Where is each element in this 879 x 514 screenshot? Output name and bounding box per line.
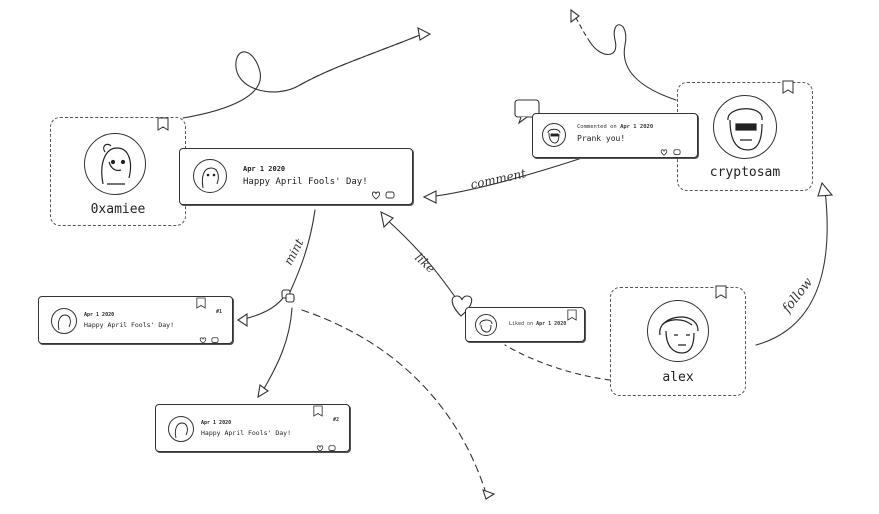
arrow-head-icon (817, 181, 834, 197)
edition-number: #1 (216, 309, 223, 315)
comment-text: Prank you! (577, 134, 626, 143)
comment-card[interactable]: Commented on Apr 1 2020 Prank you! (532, 113, 698, 158)
arrow-head-icon (380, 211, 394, 229)
loop-line-top (182, 34, 421, 119)
avatar (193, 159, 227, 193)
like-meta: Liked on Apr 1 2020 (509, 321, 566, 327)
avatar (713, 95, 777, 159)
mint-card-1[interactable]: Apr 1 2020 Happy April Fools' Day! #1 (38, 296, 233, 344)
post-text: Happy April Fools' Day! (84, 321, 175, 329)
nft-tag-icon (715, 284, 727, 303)
arrow-head-icon (237, 312, 248, 328)
post-text: Happy April Fools' Day! (201, 429, 292, 437)
post-text: Happy April Fools' Day! (243, 177, 368, 187)
nft-tag-icon (567, 306, 577, 325)
post-date: Apr 1 2020 (84, 312, 115, 318)
comment-prefix: Commented on (577, 124, 617, 130)
like-date: Apr 1 2020 (536, 321, 567, 327)
heart-icon[interactable] (316, 437, 324, 456)
nft-tag-icon (157, 116, 169, 135)
profile-name: cryptosam (709, 165, 781, 180)
main-post-card[interactable]: Apr 1 2020 Happy April Fools' Day! (179, 148, 413, 205)
comment-line (427, 157, 583, 198)
arrow-head-icon (570, 8, 580, 24)
avatar (84, 133, 146, 195)
avatar (542, 123, 566, 147)
profile-card-alex[interactable]: alex (610, 284, 746, 396)
like-card[interactable]: Liked on Apr 1 2020 (465, 307, 585, 342)
comment-icon (514, 99, 540, 125)
comment-icon[interactable] (385, 185, 395, 204)
comment-meta: Commented on Apr 1 2020 (577, 124, 653, 130)
heart-icon[interactable] (199, 329, 207, 348)
nft-tag-icon (782, 79, 794, 98)
comment-date: Apr 1 2020 (620, 124, 654, 130)
dashed-line-alex (504, 344, 611, 381)
comment-icon[interactable] (328, 437, 336, 456)
mint-node-icon (281, 289, 295, 303)
avatar (475, 314, 497, 336)
mint-card-2[interactable]: Apr 1 2020 Happy April Fools' Day! #2 (155, 404, 350, 452)
dashed-line-bottom (301, 309, 486, 491)
dashed-line-cryptosam (574, 15, 591, 43)
mint-line-2 (261, 307, 293, 393)
avatar (168, 416, 194, 442)
comment-icon[interactable] (211, 329, 219, 348)
profile-card-cryptosam[interactable]: cryptosam (677, 79, 813, 191)
profile-card-0xamiee[interactable]: 0xamiee (50, 117, 186, 226)
comment-icon[interactable] (673, 141, 681, 160)
like-prefix: Liked on (509, 321, 534, 327)
arrow-head-icon (422, 190, 437, 204)
arrow-head-icon (482, 489, 496, 500)
dashdot-line-top (299, 34, 421, 86)
loop-line-cryptosam (589, 24, 677, 101)
arrow-head-icon (257, 384, 269, 399)
heart-icon (451, 295, 473, 317)
profile-name: 0xamiee (90, 202, 146, 217)
profile-name: alex (662, 370, 694, 385)
mint-line (289, 209, 316, 293)
avatar (51, 308, 77, 334)
heart-icon[interactable] (660, 141, 668, 160)
nft-tag-icon (313, 402, 323, 421)
follow-line (755, 189, 828, 346)
post-date: Apr 1 2020 (201, 420, 232, 426)
nft-tag-icon (196, 294, 206, 313)
heart-icon[interactable] (371, 185, 381, 204)
arrow-head-icon (417, 27, 432, 41)
avatar (647, 300, 709, 362)
edition-number: #2 (333, 417, 340, 423)
post-date: Apr 1 2020 (243, 165, 286, 173)
